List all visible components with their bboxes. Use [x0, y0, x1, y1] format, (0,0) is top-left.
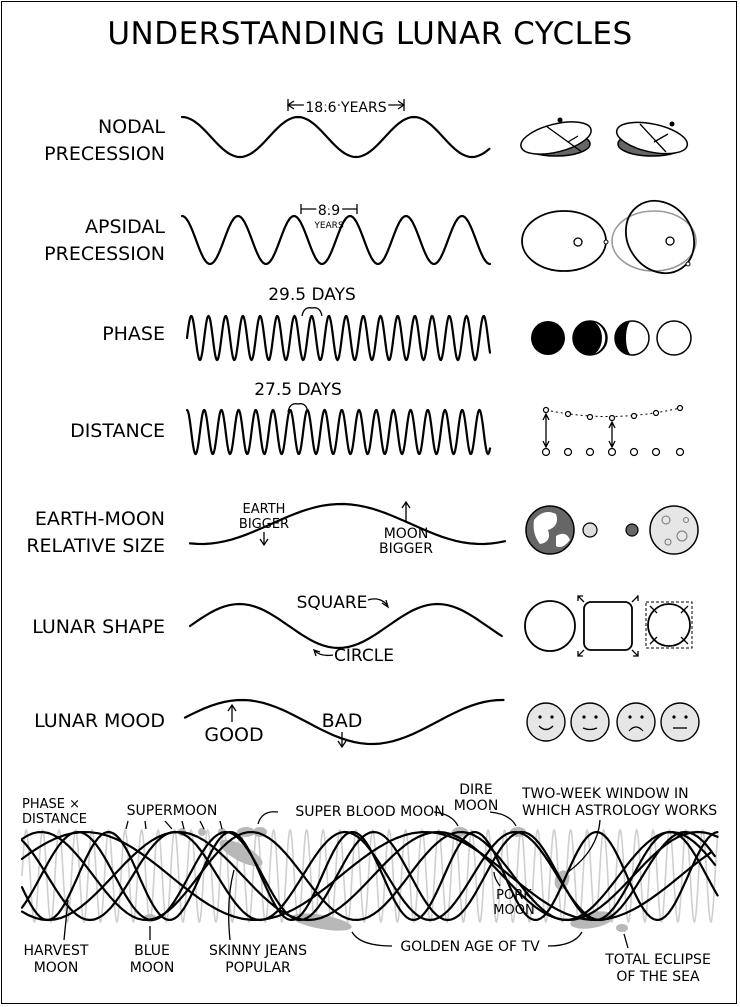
label-apsidal-2: PRECESSION	[44, 243, 165, 265]
label-mood: LUNAR MOOD	[34, 710, 165, 732]
pork-moon-2: MOON	[493, 903, 534, 918]
astrology-1: TWO-WEEK WINDOW IN	[521, 786, 689, 802]
harvest-moon-2: MOON	[34, 960, 79, 976]
apsidal-wave	[180, 214, 492, 266]
combined-curve-3	[20, 830, 717, 922]
period-markers: 18.6 YEARS 8.9 YEARS 29.5 DAYS 27.5 DAYS…	[204, 97, 433, 749]
nodal-wave	[180, 115, 491, 159]
phase-period-label: 29.5 DAYS	[268, 285, 356, 305]
label-size-2: RELATIVE SIZE	[26, 535, 165, 557]
mood-face-icons	[526, 702, 700, 742]
comic-title: UNDERSTANDING LUNAR CYCLES	[107, 16, 633, 52]
blue-moon-2: MOON	[130, 960, 175, 976]
label-size-1: EARTH-MOON	[35, 508, 165, 530]
pork-moon-1: PORK	[496, 888, 532, 903]
earth-bigger-1: EARTH	[243, 502, 286, 517]
label-apsidal-1: APSIDAL	[85, 216, 165, 238]
label-shape: LUNAR SHAPE	[32, 616, 165, 638]
square-label: SQUARE	[297, 593, 368, 613]
distance-period-label: 27.5 DAYS	[254, 380, 342, 400]
label-phase: PHASE	[102, 323, 165, 345]
size-wave	[188, 502, 507, 546]
phase-wave	[185, 314, 492, 362]
earth-bigger-2: BIGGER	[239, 517, 289, 532]
nodal-period-label: 18.6 YEARS	[305, 100, 386, 116]
skinny-jeans-2: POPULAR	[225, 960, 291, 976]
supermoon-label: SUPERMOON	[127, 803, 218, 819]
apsidal-period-number: 8.9	[318, 203, 340, 219]
label-nodal-1: NODAL	[98, 116, 165, 138]
circle-label: CIRCLE	[334, 646, 394, 666]
moon-phase-icons	[531, 320, 692, 356]
dire-moon-2: MOON	[454, 798, 499, 814]
total-eclipse-2: OF THE SEA	[616, 969, 700, 985]
shape-wave	[188, 602, 503, 650]
good-label: GOOD	[204, 724, 263, 746]
bad-label: BAD	[322, 710, 363, 732]
astrology-2: WHICH ASTROLOGY WORKS	[522, 803, 717, 819]
label-distance: DISTANCE	[70, 420, 165, 442]
total-eclipse-1: TOTAL ECLIPSE	[604, 952, 711, 968]
distance-orbit-icons	[541, 404, 685, 457]
faint-label-phase: PHASE ×	[22, 797, 80, 812]
mood-wave	[183, 698, 505, 746]
label-nodal-2: PRECESSION	[44, 143, 165, 165]
apsidal-orbit-icons	[521, 199, 697, 275]
apsidal-period-unit: YEARS	[313, 221, 344, 231]
combined-curve-6	[20, 830, 712, 922]
moon-bigger-1: MOON	[384, 526, 429, 542]
nodal-disk-icons	[520, 117, 689, 157]
combined-curve-4	[20, 830, 719, 922]
lunar-shape-icons	[524, 595, 693, 657]
blue-moon-1: BLUE	[134, 943, 170, 959]
super-blood-moon-label: SUPER BLOOD MOON	[295, 804, 444, 820]
skinny-jeans-1: SKINNY JEANS	[209, 943, 307, 959]
faint-label-distance: DISTANCE	[22, 812, 87, 827]
earth-moon-icons	[525, 505, 699, 555]
harvest-moon-1: HARVEST	[24, 943, 89, 959]
distance-wave	[185, 408, 492, 456]
dire-moon-1: DIRE	[459, 782, 492, 798]
row-labels: NODAL PRECESSION APSIDAL PRECESSION PHAS…	[26, 116, 165, 732]
golden-age-label: GOLDEN AGE OF TV	[400, 939, 540, 955]
moon-bigger-2: BIGGER	[379, 541, 433, 557]
combined-cycles-chart: PHASE × DISTANCE SUPERMOON SUPER BLOOD M…	[20, 782, 719, 985]
